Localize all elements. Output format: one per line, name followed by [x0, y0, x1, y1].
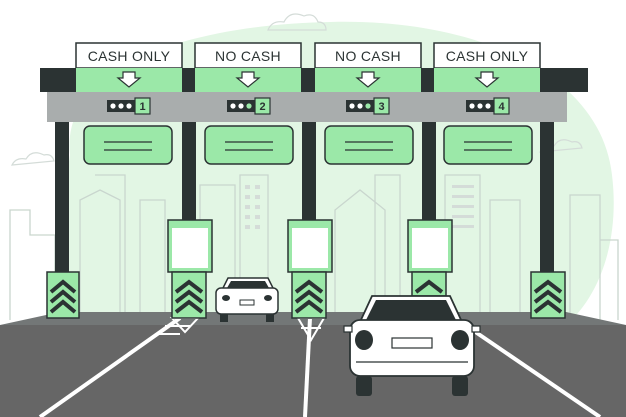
- sign-4: CASH ONLY: [433, 42, 541, 92]
- cloud-icon: [267, 13, 327, 31]
- down-arrow-icon: [235, 71, 261, 88]
- lane-line-left: [38, 316, 182, 417]
- sign-label-panel: [75, 42, 183, 69]
- license-plate: [391, 337, 433, 349]
- sign-3: NO CASH: [314, 42, 422, 92]
- sign-2: NO CASH: [194, 42, 302, 92]
- chevron-up-icon: [411, 271, 447, 297]
- chevron-up-icon: [291, 271, 327, 319]
- sign-label: NO CASH: [215, 48, 281, 64]
- sign-label-panel: [433, 42, 541, 69]
- info-panel: [443, 125, 533, 165]
- lane-line-center: [303, 317, 312, 417]
- down-arrow-icon: [474, 71, 500, 88]
- pillar: [55, 122, 69, 282]
- building-windows: [245, 185, 474, 229]
- sign-label-panel: [314, 42, 422, 69]
- pillar-bases: [46, 271, 566, 319]
- booth-window: [412, 228, 448, 268]
- lane-number-box: [254, 97, 271, 115]
- down-arrow-icon: [355, 71, 381, 88]
- car-distant: [215, 277, 279, 322]
- lane-indicator-4: 4: [466, 97, 510, 115]
- lane-indicator-2: 2: [227, 97, 271, 115]
- lane-number: 1: [139, 101, 145, 113]
- chevron-up-icon: [530, 271, 566, 319]
- lane-number-box: [134, 97, 151, 115]
- lane-number: 4: [498, 101, 505, 113]
- cloud-icon: [10, 152, 55, 166]
- car-near: [343, 295, 481, 396]
- road: [0, 312, 626, 417]
- info-panels: [83, 125, 533, 165]
- pillar: [540, 122, 554, 282]
- info-panel: [324, 125, 414, 165]
- chevron-up-icon: [171, 271, 207, 319]
- info-panel: [204, 125, 294, 165]
- toll-booths: [167, 219, 453, 273]
- info-panel: [83, 125, 173, 165]
- lane-indicator-3: 3: [346, 97, 390, 115]
- lane-number: 2: [259, 101, 265, 113]
- sign-label: CASH ONLY: [446, 48, 529, 64]
- lane-indicator-1: 1: [107, 97, 151, 115]
- lane-number: 3: [378, 101, 384, 113]
- lane-line-right: [453, 316, 602, 417]
- sign-label: NO CASH: [335, 48, 401, 64]
- booth-window: [292, 228, 328, 268]
- down-arrow-icon: [116, 71, 142, 88]
- lane-number-box: [373, 97, 390, 115]
- booth-window: [172, 228, 208, 268]
- chevron-up-icon: [46, 271, 80, 319]
- sign-label: CASH ONLY: [88, 48, 171, 64]
- lane-number-box: [493, 97, 510, 115]
- sign-1: CASH ONLY: [75, 42, 183, 92]
